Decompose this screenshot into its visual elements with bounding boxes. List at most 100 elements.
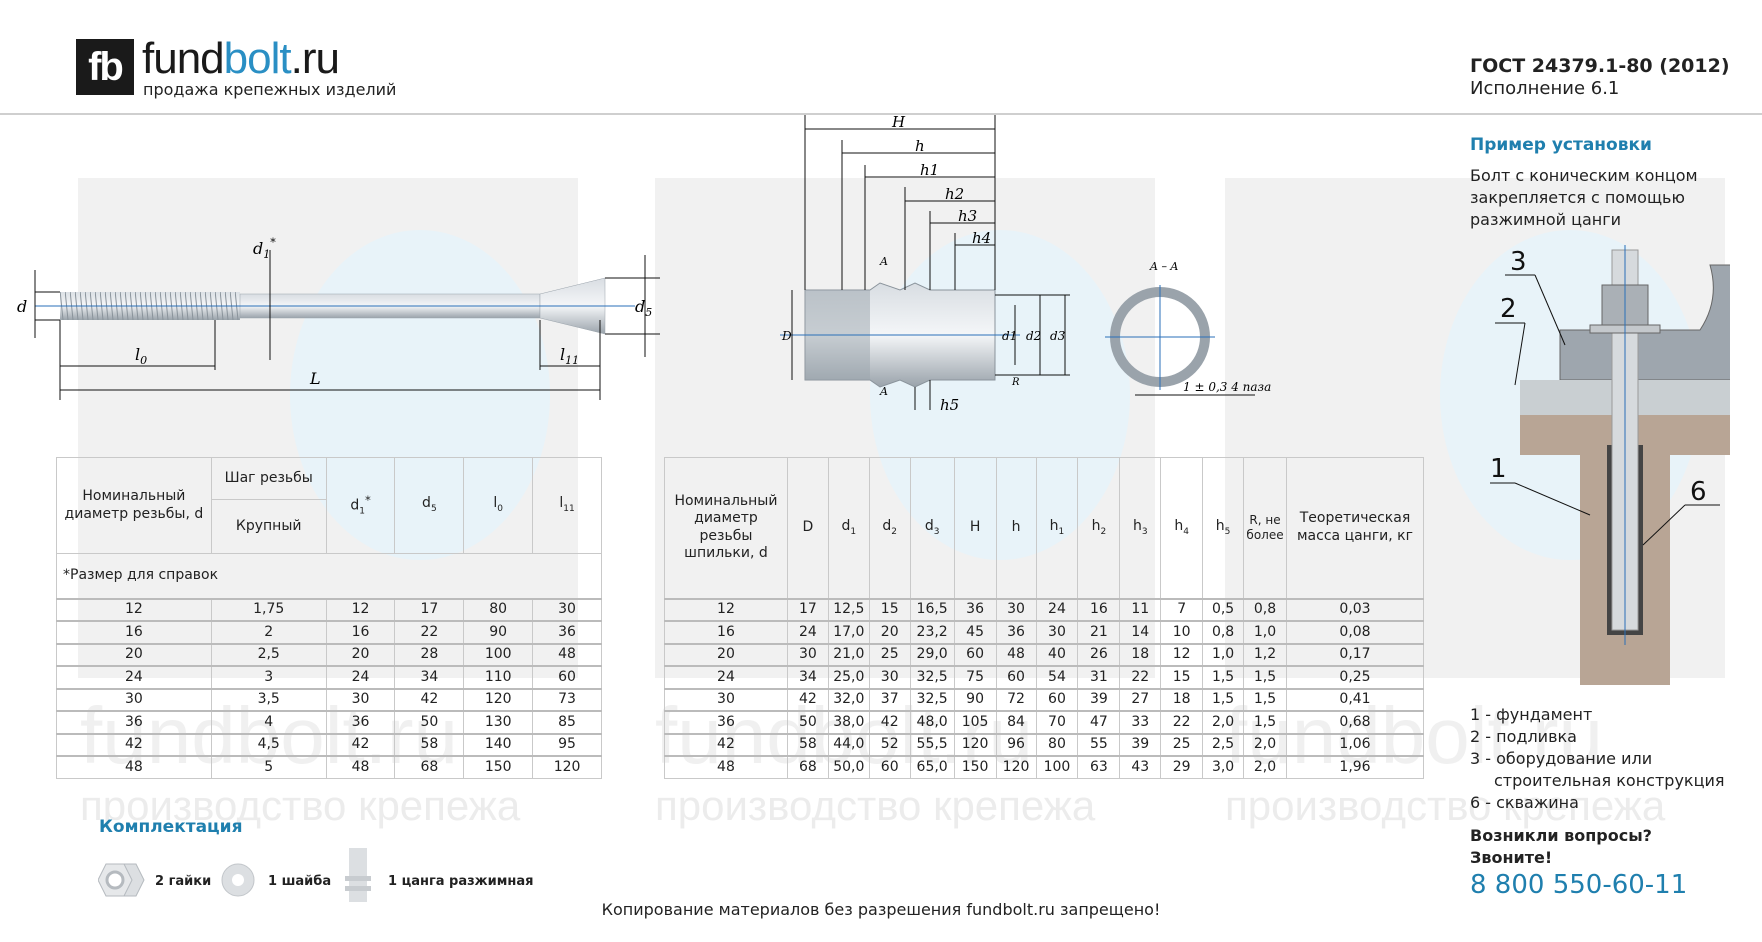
column-header: h4 bbox=[1160, 457, 1204, 599]
table-cell: 16,5 bbox=[909, 597, 955, 622]
table-cell: 20 bbox=[56, 642, 212, 667]
brand-part: .ru bbox=[290, 34, 340, 83]
table-cell: 0,03 bbox=[1286, 597, 1424, 622]
installation-illustration: 3 2 1 6 bbox=[1490, 245, 1730, 685]
table-cell: 54 bbox=[1035, 665, 1079, 689]
table-cell: 30 bbox=[325, 687, 396, 712]
table-cell: 70 bbox=[1035, 710, 1079, 734]
table-cell: 17 bbox=[786, 597, 829, 622]
table-cell: 22 bbox=[1160, 710, 1204, 734]
table-cell: 36 bbox=[995, 620, 1037, 644]
table-cell: 30 bbox=[786, 642, 829, 667]
phone-link[interactable]: 8 800 550-60-11 bbox=[1470, 870, 1688, 900]
table-cell: 36 bbox=[532, 620, 602, 644]
legend-item: 3 - оборудование или bbox=[1470, 749, 1653, 768]
table-cell: 0,08 bbox=[1286, 620, 1424, 644]
contact-call: Звоните! bbox=[1470, 848, 1553, 867]
table-cell: 25 bbox=[868, 642, 911, 667]
table-cell: 1,5 bbox=[1202, 665, 1245, 689]
table-cell: 90 bbox=[463, 620, 534, 644]
table-cell: 5 bbox=[210, 755, 327, 779]
table-cell: 17 bbox=[394, 597, 465, 622]
table-cell: 68 bbox=[394, 755, 465, 779]
table-cell: 17,0 bbox=[827, 620, 870, 644]
table-cell: 42 bbox=[664, 732, 788, 757]
table-cell: 20 bbox=[325, 642, 396, 667]
table-cell: 23,2 bbox=[909, 620, 955, 644]
table-cell: 24 bbox=[56, 665, 212, 689]
column-header: d1 bbox=[827, 457, 870, 599]
header-divider bbox=[0, 113, 1762, 115]
table-cell: 120 bbox=[532, 755, 602, 779]
dim-R: R bbox=[1011, 377, 1020, 388]
table-cell: 10 bbox=[1160, 620, 1204, 644]
standard-title: ГОСТ 24379.1-80 (2012) bbox=[1470, 55, 1730, 77]
column-header: Номинальный диаметр резьбы шпильки, d bbox=[664, 457, 788, 599]
dim-h1: h1 bbox=[920, 161, 939, 179]
col-d5: d5 bbox=[394, 457, 465, 554]
table-cell: 55 bbox=[1077, 732, 1121, 757]
table-cell: 2,0 bbox=[1243, 755, 1288, 779]
table-cell: 1,5 bbox=[1202, 687, 1245, 712]
column-header: R, не более bbox=[1243, 457, 1288, 599]
logo-mark[interactable]: fb bbox=[76, 39, 134, 95]
table-cell: 26 bbox=[1077, 642, 1121, 667]
slot-note: 1 ± 0,3 4 паза bbox=[1183, 380, 1271, 394]
col-l11: l11 bbox=[532, 457, 602, 554]
brand-name[interactable]: fundbolt.ru bbox=[142, 34, 340, 84]
table-cell: 11 bbox=[1119, 597, 1162, 622]
table-cell: 95 bbox=[532, 732, 602, 757]
table-cell: 0,5 bbox=[1202, 597, 1245, 622]
column-header: D bbox=[786, 457, 829, 599]
dim-L: L bbox=[309, 369, 321, 388]
logo-mark-text: fb bbox=[88, 45, 124, 89]
table-cell: 60 bbox=[953, 642, 997, 667]
table-cell: 4,5 bbox=[210, 732, 327, 757]
dim-l11: l11 bbox=[560, 345, 579, 367]
install-title: Пример установки bbox=[1470, 135, 1652, 155]
install-description: Болт с коническим концом закрепляется с … bbox=[1470, 165, 1698, 231]
table-cell: 96 bbox=[995, 732, 1037, 757]
kit-item-washer: 1 шайба bbox=[268, 874, 332, 889]
dim-h4: h4 bbox=[972, 229, 991, 247]
bolt-dimensions-table: Номинальный диаметр резьбы, d Шаг резьбы… bbox=[56, 457, 602, 779]
table-cell: 22 bbox=[1119, 665, 1162, 689]
table-cell: 29,0 bbox=[909, 642, 955, 667]
table-cell: 15 bbox=[868, 597, 911, 622]
section-mark-a: A bbox=[879, 385, 888, 398]
dim-d: d bbox=[17, 297, 27, 316]
table-cell: 48 bbox=[995, 642, 1037, 667]
dim-d2: d2 bbox=[1026, 329, 1041, 343]
watermark-slogan: производство крепежа bbox=[1225, 782, 1666, 829]
table-cell: 16 bbox=[1077, 597, 1121, 622]
table-cell: 150 bbox=[953, 755, 997, 779]
table-cell: 30 bbox=[56, 687, 212, 712]
table-cell: 1,0 bbox=[1202, 642, 1245, 667]
table-cell: 2,5 bbox=[1202, 732, 1245, 757]
table-cell: 55,5 bbox=[909, 732, 955, 757]
table-cell: 27 bbox=[1119, 687, 1162, 712]
copyright-footer: Копирование материалов без разрешения fu… bbox=[601, 900, 1161, 919]
table-cell: 36 bbox=[664, 710, 788, 734]
table-cell: 1,75 bbox=[210, 597, 327, 622]
table-cell: 0,41 bbox=[1286, 687, 1424, 712]
table-cell: 14 bbox=[1119, 620, 1162, 644]
table-cell: 7 bbox=[1160, 597, 1204, 622]
table-cell: 25,0 bbox=[827, 665, 870, 689]
table-cell: 34 bbox=[394, 665, 465, 689]
collet-drawing: H h h1 h2 h3 h4 h5 A A D d1 d2 d3 R bbox=[780, 115, 1070, 414]
table-cell: 60 bbox=[868, 755, 911, 779]
table-cell: 30 bbox=[1035, 620, 1079, 644]
legend-item: 2 - подливка bbox=[1470, 727, 1577, 746]
table-cell: 50 bbox=[394, 710, 465, 734]
table-cell: 30 bbox=[868, 665, 911, 689]
table-cell: 0,8 bbox=[1202, 620, 1245, 644]
